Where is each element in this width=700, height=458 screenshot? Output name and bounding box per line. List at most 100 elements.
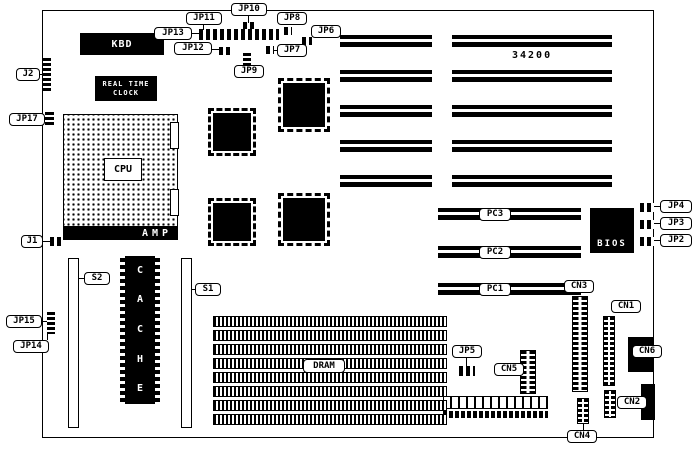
amp-chip: AMP [63,226,178,240]
cn3-connector [572,296,588,392]
jp15-pins [47,312,55,334]
bios-chip: BIOS [590,208,634,253]
jumper-block-row [199,29,279,40]
callout-cn5: CN5 [494,363,524,376]
callout-jp5: JP5 [452,345,482,358]
slot-s1 [181,258,192,428]
cn4-connector [577,398,589,424]
callout-s1: S1 [195,283,221,296]
leader-line [192,289,195,290]
dip-connector-pins [443,411,548,418]
jp7-pins [266,46,274,54]
callout-cn4: CN4 [567,430,597,443]
callout-jp12: JP12 [174,42,212,55]
cache-module: C A C H E [125,256,155,404]
simm-socket [213,344,447,355]
kbd-chip: KBD [80,33,164,55]
leader-line [212,49,219,50]
leader-line [654,206,660,207]
jp2-pins [640,237,654,246]
leader-line [47,334,48,340]
callout-jp17: JP17 [9,113,45,126]
leader-line [40,74,43,75]
qfp-chip-3 [208,198,256,246]
rtc-chip: REAL TIME CLOCK [95,76,157,101]
callout-dram: DRAM [303,359,345,373]
corner-connector [641,384,655,420]
callout-s2: S2 [84,272,110,285]
jp6-pins [302,37,312,45]
callout-cn2: CN2 [617,396,647,409]
leader-line [248,16,249,23]
callout-jp15: JP15 [6,315,42,328]
callout-cn6: CN6 [632,345,662,358]
callout-jp13: JP13 [154,27,192,40]
callout-jp8: JP8 [277,12,307,25]
callout-jp2: JP2 [660,234,692,247]
cn1-connector [603,316,615,386]
jp12-pins [219,47,233,55]
callout-pc1: PC1 [479,283,511,296]
cache-letter: A [136,294,144,306]
cache-letter: H [136,353,144,365]
callout-pc3: PC3 [479,208,511,221]
jp3-pins [640,220,654,229]
cpu-socket-key-top [170,122,179,149]
cache-pins-right [155,258,160,404]
cache-letter: E [136,383,144,395]
isa-slot-5-left [340,175,432,187]
callout-j2: J2 [16,68,40,81]
cache-pins-left [120,258,125,404]
rtc-label-line1: REAL TIME [102,79,150,88]
jp4-pins [640,203,654,212]
cpu-label: CPU [104,158,142,181]
leader-line [654,223,660,224]
leader-line [42,321,47,322]
jp17-pins [45,112,54,126]
callout-cn3: CN3 [564,280,594,293]
jp10-pins [243,22,255,29]
isa-slot-2-right [452,70,612,82]
simm-socket [213,400,447,411]
callout-jp9: JP9 [234,65,264,78]
callout-jp10: JP10 [231,3,267,16]
cpu-socket-key-bottom [170,189,179,216]
isa-slot-5-right [452,175,612,187]
jp9-pins [243,53,251,65]
slot-s2 [68,258,79,428]
part-number: 34200 [512,50,553,61]
simm-socket [213,330,447,341]
cache-letter: C [136,264,144,276]
simm-socket [213,316,447,327]
leader-line [192,33,199,34]
leader-line [654,240,660,241]
callout-pc2: PC2 [479,246,511,259]
callout-jp6: JP6 [311,25,341,38]
isa-slot-4-right [452,140,612,152]
qfp-chip-1 [208,108,256,156]
cn2-connector [604,390,616,418]
isa-slot-2-left [340,70,432,82]
dip-connector-row [443,396,548,409]
callout-cn1: CN1 [611,300,641,313]
leader-line [583,424,584,430]
jp8-pins [284,27,292,35]
simm-socket [213,386,447,397]
leader-line [79,278,84,279]
j2-connector [43,58,51,92]
isa-slot-4-left [340,140,432,152]
leader-line [466,358,467,366]
isa-slot-3-left [340,105,432,117]
callout-j1: J1 [21,235,43,248]
qfp-chip-4 [278,193,330,246]
isa-slot-3-right [452,105,612,117]
callout-jp14: JP14 [13,340,49,353]
leader-line [274,50,277,51]
simm-socket [213,414,447,425]
j1-pins [50,237,62,246]
isa-slot-1-right [452,35,612,47]
callout-jp7: JP7 [277,44,307,57]
callout-jp11: JP11 [186,12,222,25]
callout-jp3: JP3 [660,217,692,230]
